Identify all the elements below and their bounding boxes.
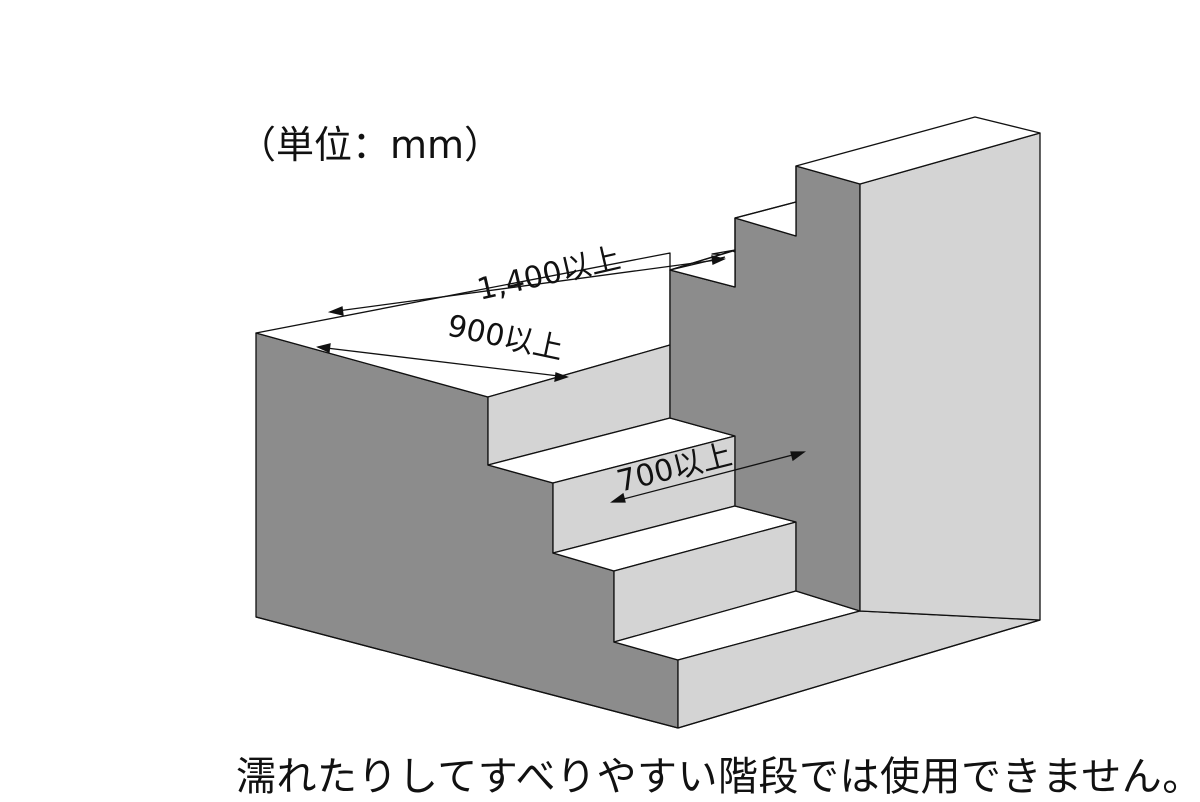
dimension-line-total bbox=[329, 258, 725, 313]
arrowhead bbox=[316, 343, 331, 353]
arrowhead bbox=[711, 255, 726, 265]
right-wall-front-face bbox=[859, 132, 1041, 621]
dimension-line-tread bbox=[611, 451, 805, 503]
arrowhead bbox=[554, 372, 569, 382]
unit-label: （単位：mm） bbox=[238, 123, 502, 167]
outline-edge bbox=[734, 201, 797, 219]
warning-caption: 濡れたりしてすべりやすい階段では使用できません。 bbox=[236, 754, 1200, 800]
upper-step-top-3 bbox=[795, 116, 1041, 185]
arrowhead bbox=[327, 306, 344, 316]
dimension-line-landing bbox=[317, 346, 568, 378]
arrowhead bbox=[610, 492, 626, 503]
arrowhead bbox=[790, 451, 806, 462]
outline-edge bbox=[677, 619, 1041, 729]
outline-edge bbox=[255, 616, 679, 729]
